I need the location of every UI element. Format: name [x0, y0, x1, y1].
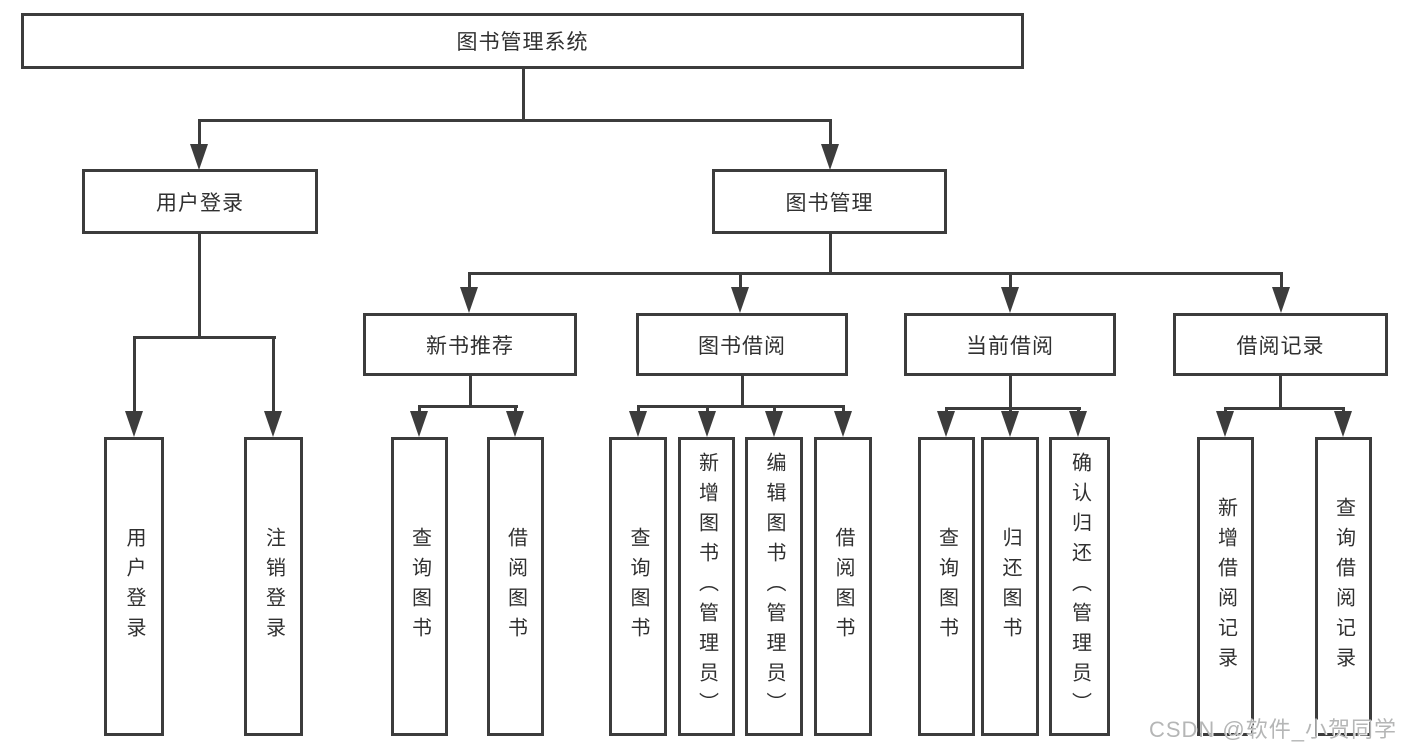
connector-line: [637, 405, 845, 408]
connector-line: [829, 234, 832, 275]
arrow-down-icon: [190, 144, 208, 170]
arrow-down-icon: [1272, 287, 1290, 313]
connector-line: [133, 336, 136, 414]
connector-line: [706, 405, 709, 415]
connector-line: [829, 119, 832, 149]
connector-line: [198, 119, 832, 122]
node-label: 新增图书（管理员）: [695, 451, 718, 722]
connector-line: [418, 405, 518, 408]
arrow-down-icon: [1216, 411, 1234, 437]
arrow-down-icon: [506, 411, 524, 437]
node-label: 查询图书: [408, 526, 431, 647]
leaf-borrow-books-recommend: 借阅图书: [487, 437, 544, 736]
node-label: 新增借阅记录: [1214, 496, 1237, 677]
leaf-user-login: 用户登录: [104, 437, 164, 736]
connector-line: [739, 272, 742, 290]
node-label: 借阅图书: [832, 526, 854, 647]
connector-line: [522, 69, 525, 121]
leaf-return-books: 归还图书: [981, 437, 1039, 736]
connector-line: [773, 405, 776, 415]
connector-line: [198, 119, 201, 149]
arrow-down-icon: [1334, 411, 1352, 437]
connector-line: [418, 405, 421, 415]
leaf-query-books-recommend: 查询图书: [391, 437, 448, 736]
leaf-borrow-books-borrowing: 借阅图书: [814, 437, 872, 736]
node-current-borrowing: 当前借阅: [904, 313, 1116, 376]
leaf-add-books-admin: 新增图书（管理员）: [678, 437, 735, 736]
arrow-down-icon: [125, 411, 143, 437]
connector-line: [468, 272, 1282, 275]
watermark: CSDN @软件_小贺同学: [1148, 717, 1397, 742]
node-book-management: 图书管理: [712, 169, 947, 234]
leaf-query-books-borrowing: 查询图书: [609, 437, 667, 736]
arrow-down-icon: [821, 144, 839, 170]
node-label: 图书管理系统: [456, 31, 589, 54]
arrow-down-icon: [731, 287, 749, 313]
arrow-down-icon: [1069, 411, 1087, 437]
arrow-down-icon: [629, 411, 647, 437]
node-book-borrowing: 图书借阅: [636, 313, 848, 376]
leaf-logout: 注销登录: [244, 437, 303, 736]
connector-line: [945, 407, 1081, 410]
connector-line: [1224, 407, 1345, 410]
node-label: 确认归还（管理员）: [1068, 451, 1091, 722]
connector-line: [1009, 272, 1012, 290]
connector-line: [1280, 272, 1283, 290]
node-label: 新书推荐: [426, 334, 514, 358]
node-borrowing-records: 借阅记录: [1173, 313, 1388, 376]
connector-line: [272, 336, 275, 414]
node-label: 图书管理: [785, 191, 874, 215]
node-label: 查询借阅记录: [1332, 496, 1355, 677]
arrow-down-icon: [937, 411, 955, 437]
connector-line: [514, 405, 517, 415]
node-user-login: 用户登录: [82, 169, 318, 234]
arrow-down-icon: [765, 411, 783, 437]
arrow-down-icon: [460, 287, 478, 313]
arrow-down-icon: [1001, 287, 1019, 313]
node-label: 借阅记录: [1236, 334, 1325, 358]
node-new-book-recommend: 新书推荐: [363, 313, 577, 376]
node-label: 查询图书: [935, 526, 958, 647]
node-label: 当前借阅: [966, 334, 1054, 358]
connector-line: [741, 376, 744, 408]
leaf-query-borrow-record: 查询借阅记录: [1315, 437, 1372, 736]
node-label: 用户登录: [156, 191, 244, 215]
node-label: 查询图书: [627, 526, 649, 647]
connector-line: [198, 234, 201, 339]
leaf-query-books-current: 查询图书: [918, 437, 975, 736]
leaf-edit-books-admin: 编辑图书（管理员）: [745, 437, 803, 736]
arrow-down-icon: [410, 411, 428, 437]
node-label: 借阅图书: [504, 526, 527, 647]
node-label: 注销登录: [262, 526, 285, 647]
connector-line: [1279, 376, 1282, 410]
node-label: 用户登录: [123, 526, 145, 647]
connector-line: [637, 405, 640, 415]
arrow-down-icon: [834, 411, 852, 437]
node-library-system: 图书管理系统: [21, 13, 1024, 69]
connector-line: [842, 405, 845, 415]
connector-line: [133, 336, 276, 339]
connector-line: [469, 376, 472, 408]
leaf-add-borrow-record: 新增借阅记录: [1197, 437, 1254, 736]
arrow-down-icon: [1001, 411, 1019, 437]
arrow-down-icon: [264, 411, 282, 437]
leaf-confirm-return-admin: 确认归还（管理员）: [1049, 437, 1110, 736]
node-label: 归还图书: [999, 526, 1021, 647]
arrow-down-icon: [698, 411, 716, 437]
connector-line: [468, 272, 471, 290]
node-label: 图书借阅: [698, 334, 786, 358]
connector-line: [1009, 376, 1012, 410]
node-label: 编辑图书（管理员）: [763, 451, 785, 722]
